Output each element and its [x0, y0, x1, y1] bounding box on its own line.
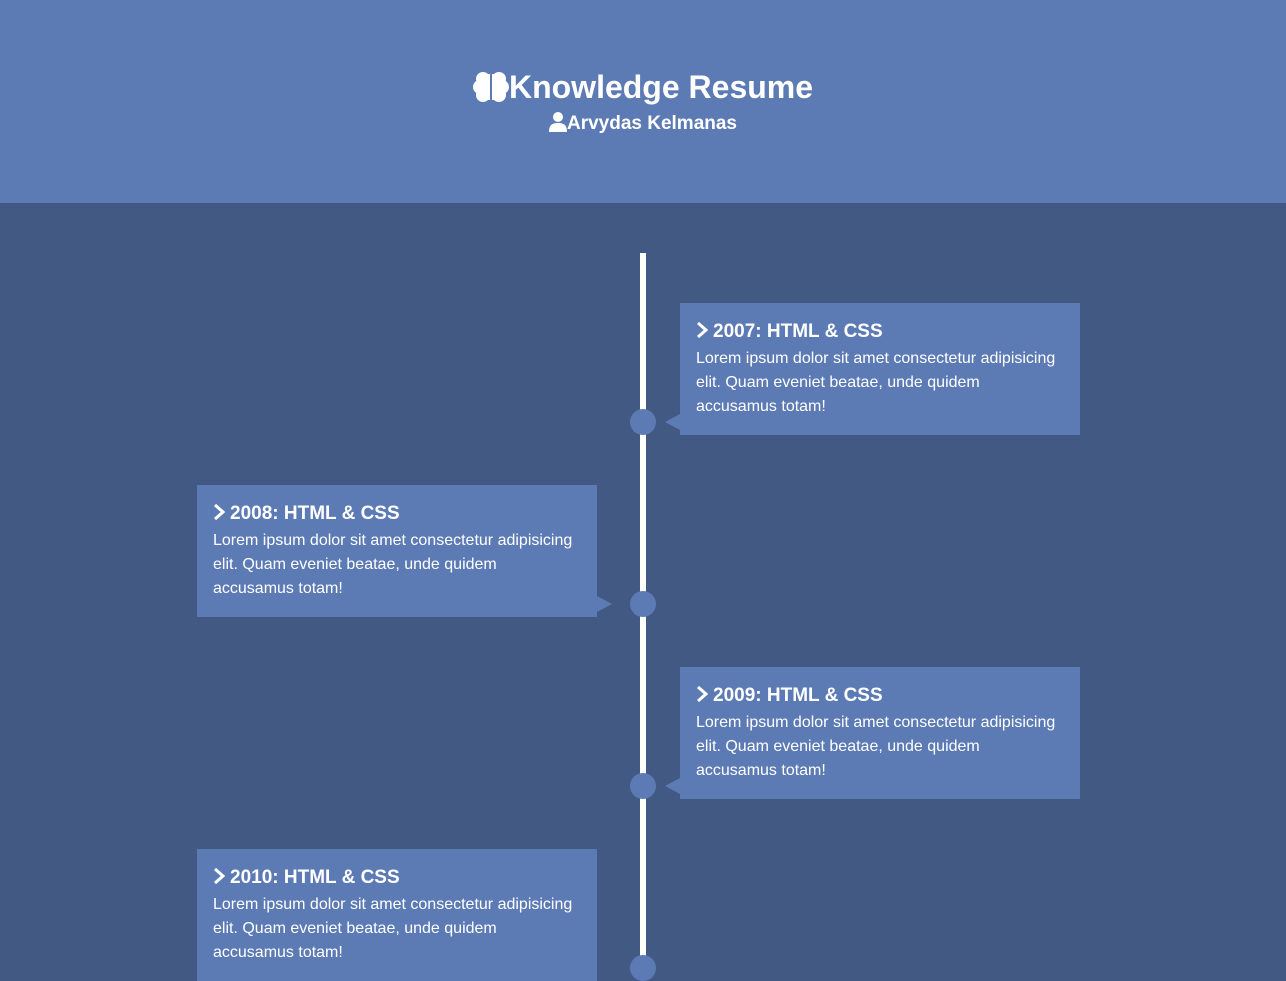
chevron-right-icon	[214, 503, 225, 520]
timeline-card-title: 2009: HTML & CSS	[696, 685, 1064, 707]
timeline-dot	[630, 591, 656, 617]
timeline-card-body: Lorem ipsum dolor sit amet consectetur a…	[213, 532, 573, 597]
timeline-card: 2010: HTML & CSS Lorem ipsum dolor sit a…	[197, 849, 597, 981]
card-pointer	[665, 414, 680, 430]
timeline-card-body: Lorem ipsum dolor sit amet consectetur a…	[213, 896, 573, 961]
user-icon	[548, 111, 567, 132]
timeline-card-title: 2010: HTML & CSS	[213, 867, 581, 889]
timeline-dot	[630, 955, 656, 981]
author-name-text: Arvydas Kelmanas	[566, 113, 738, 134]
page-title: Knowledge Resume	[0, 67, 1286, 107]
chevron-right-icon	[214, 867, 225, 884]
timeline-card-title: 2008: HTML & CSS	[213, 503, 581, 525]
timeline-card-body: Lorem ipsum dolor sit amet consectetur a…	[696, 350, 1056, 415]
card-pointer	[665, 778, 680, 794]
timeline-card-body: Lorem ipsum dolor sit amet consectetur a…	[696, 714, 1056, 779]
author-name: Arvydas Kelmanas	[0, 111, 1286, 136]
timeline-dot	[630, 409, 656, 435]
chevron-right-icon	[697, 685, 708, 702]
card-pointer	[597, 596, 612, 612]
page-header: Knowledge Resume Arvydas Kelmanas	[0, 0, 1286, 203]
brain-icon	[472, 70, 509, 104]
timeline-card: 2009: HTML & CSS Lorem ipsum dolor sit a…	[680, 667, 1080, 799]
timeline-card-title: 2007: HTML & CSS	[696, 321, 1064, 343]
page-title-text: Knowledge Resume	[508, 69, 814, 105]
chevron-right-icon	[697, 321, 708, 338]
timeline-dot	[630, 773, 656, 799]
timeline-card: 2007: HTML & CSS Lorem ipsum dolor sit a…	[680, 303, 1080, 435]
timeline-card: 2008: HTML & CSS Lorem ipsum dolor sit a…	[197, 485, 597, 617]
